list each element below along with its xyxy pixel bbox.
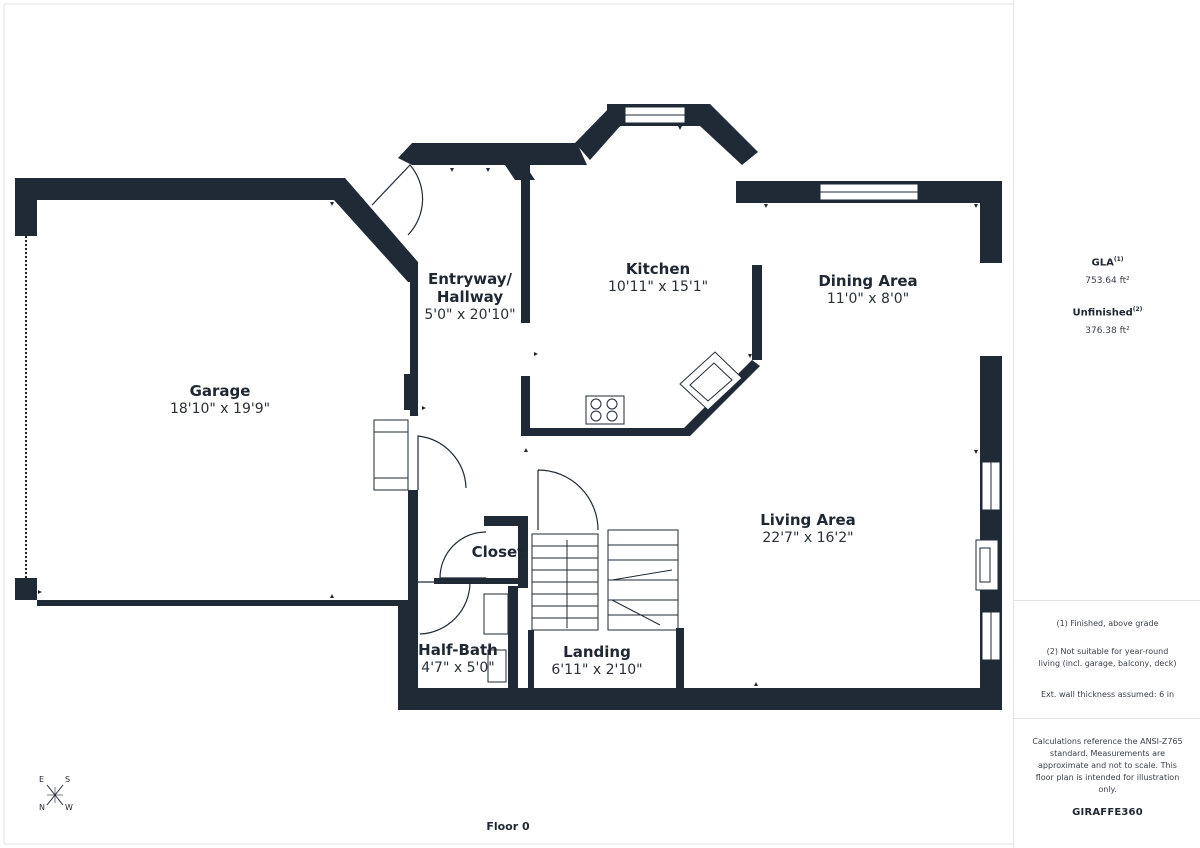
kitchen-counter-left bbox=[521, 376, 530, 436]
closet-top-wall bbox=[484, 516, 528, 526]
gla-heading: GLA(1) bbox=[1014, 253, 1200, 270]
garage-top-wall bbox=[15, 178, 418, 282]
closet-bottom-wall bbox=[434, 578, 528, 584]
room-halfbath: Half-Bath 4'7" x 5'0" bbox=[410, 641, 506, 677]
fireplace-inner bbox=[979, 547, 991, 583]
closet-right-wall bbox=[518, 516, 528, 588]
toilet-icon bbox=[487, 649, 507, 683]
hallway-left-wall-upper bbox=[410, 262, 418, 416]
unfinished-heading: Unfinished(2) bbox=[1014, 303, 1200, 320]
info-sidebar: GLA(1) 753.64 ft² Unfinished(2) 376.38 f… bbox=[1013, 0, 1200, 848]
bath-door bbox=[418, 581, 471, 635]
floor-label: Floor 0 bbox=[486, 820, 530, 833]
gla-label: GLA bbox=[1091, 257, 1114, 269]
compass-star-icon bbox=[46, 784, 64, 806]
room-dimensions: 6'11" x 2'10" bbox=[551, 662, 643, 678]
sidebar-divider bbox=[1014, 718, 1200, 719]
room-living: Living Area 22'7" x 16'2" bbox=[728, 511, 888, 547]
room-name: Landing bbox=[563, 643, 631, 661]
sidebar-divider bbox=[1014, 600, 1200, 601]
stair-door bbox=[537, 469, 599, 531]
kitchen-fixtures bbox=[585, 351, 743, 425]
doors bbox=[371, 164, 599, 635]
garage-lower-wall bbox=[37, 600, 408, 606]
room-closet: Closet bbox=[466, 543, 530, 561]
compass-w: W bbox=[65, 803, 73, 812]
room-name: Living Area bbox=[760, 511, 856, 529]
garage-step bbox=[373, 419, 409, 491]
unfinished-value: 376.38 ft² bbox=[1085, 326, 1130, 337]
kitchen-bay-right bbox=[700, 104, 758, 165]
disclaimer: Calculations reference the ANSI-Z765 sta… bbox=[1032, 737, 1183, 794]
note-2: (2) Not suitable for year-round living (… bbox=[1038, 647, 1177, 668]
vanity-icon bbox=[483, 593, 509, 635]
gla-value: 753.64 ft² bbox=[1085, 276, 1130, 287]
gla-block: GLA(1) 753.64 ft² bbox=[1014, 253, 1200, 288]
bath-fixtures bbox=[483, 593, 509, 683]
room-name: Kitchen bbox=[625, 260, 691, 278]
room-dimensions: 5'0" x 20'10" bbox=[424, 307, 516, 323]
landing-divider bbox=[528, 630, 534, 690]
stairs bbox=[531, 529, 679, 631]
note-3: Ext. wall thickness assumed: 6 in bbox=[1040, 690, 1175, 699]
stove-icon bbox=[585, 395, 625, 425]
kitchen-right-wall bbox=[752, 265, 762, 360]
gla-sup: (1) bbox=[1113, 256, 1124, 263]
room-entryway: Entryway/ Hallway 5'0" x 20'10" bbox=[418, 270, 522, 324]
house-bottom-wall bbox=[398, 688, 1002, 710]
compass-n: N bbox=[39, 803, 45, 812]
brand-number: 360 bbox=[1121, 807, 1143, 818]
room-landing: Landing 6'11" x 2'10" bbox=[537, 643, 657, 679]
compass-e: E bbox=[39, 775, 45, 784]
hallway-left-wall-mid bbox=[404, 374, 412, 410]
hallway-left-wall-lower bbox=[408, 490, 418, 604]
room-name: Entryway/ Hallway bbox=[427, 270, 513, 306]
room-name: Closet bbox=[471, 543, 525, 561]
landing-right-wall bbox=[676, 628, 684, 690]
unfinished-block: Unfinished(2) 376.38 ft² bbox=[1014, 303, 1200, 338]
room-dimensions: 22'7" x 16'2" bbox=[762, 530, 854, 546]
room-name: Garage bbox=[189, 382, 251, 400]
floor-plan-drawing bbox=[3, 3, 1013, 845]
compass-s: S bbox=[65, 775, 71, 784]
page-border bbox=[3, 3, 1013, 845]
room-dimensions: 11'0" x 8'0" bbox=[826, 291, 910, 307]
room-dimensions: 18'10" x 19'9" bbox=[169, 401, 271, 417]
note-1: (1) Finished, above grade bbox=[1056, 619, 1159, 628]
room-name: Dining Area bbox=[818, 272, 918, 290]
room-garage: Garage 18'10" x 19'9" bbox=[140, 382, 300, 418]
room-kitchen: Kitchen 10'11" x 15'1" bbox=[578, 260, 738, 296]
closet-door bbox=[439, 531, 487, 579]
garage-entry-door bbox=[417, 435, 467, 490]
kitchen-counter-bottom bbox=[521, 360, 760, 436]
unfinished-sup: (2) bbox=[1132, 306, 1143, 313]
windows bbox=[624, 106, 1001, 661]
unfinished-label: Unfinished bbox=[1072, 307, 1133, 319]
brand-logo: GIRAFFE360 bbox=[1014, 806, 1200, 820]
room-dining: Dining Area 11'0" x 8'0" bbox=[788, 272, 948, 308]
entry-top-wall bbox=[398, 143, 587, 180]
room-dimensions: 10'11" x 15'1" bbox=[607, 279, 709, 295]
front-door-swing bbox=[371, 164, 424, 236]
hallway-kitchen-divider bbox=[521, 165, 530, 323]
dining-right-wall-upper bbox=[980, 181, 1002, 263]
room-name: Half-Bath bbox=[418, 641, 498, 659]
markers bbox=[38, 126, 978, 686]
bath-left-wall bbox=[408, 580, 418, 710]
brand-name: GIRAFFE bbox=[1072, 807, 1122, 818]
house-bottom-left-wall bbox=[398, 600, 410, 710]
compass-rose: E S N W bbox=[35, 775, 75, 815]
bath-right-wall bbox=[508, 586, 518, 688]
room-dimensions: 4'7" x 5'0" bbox=[421, 660, 495, 676]
